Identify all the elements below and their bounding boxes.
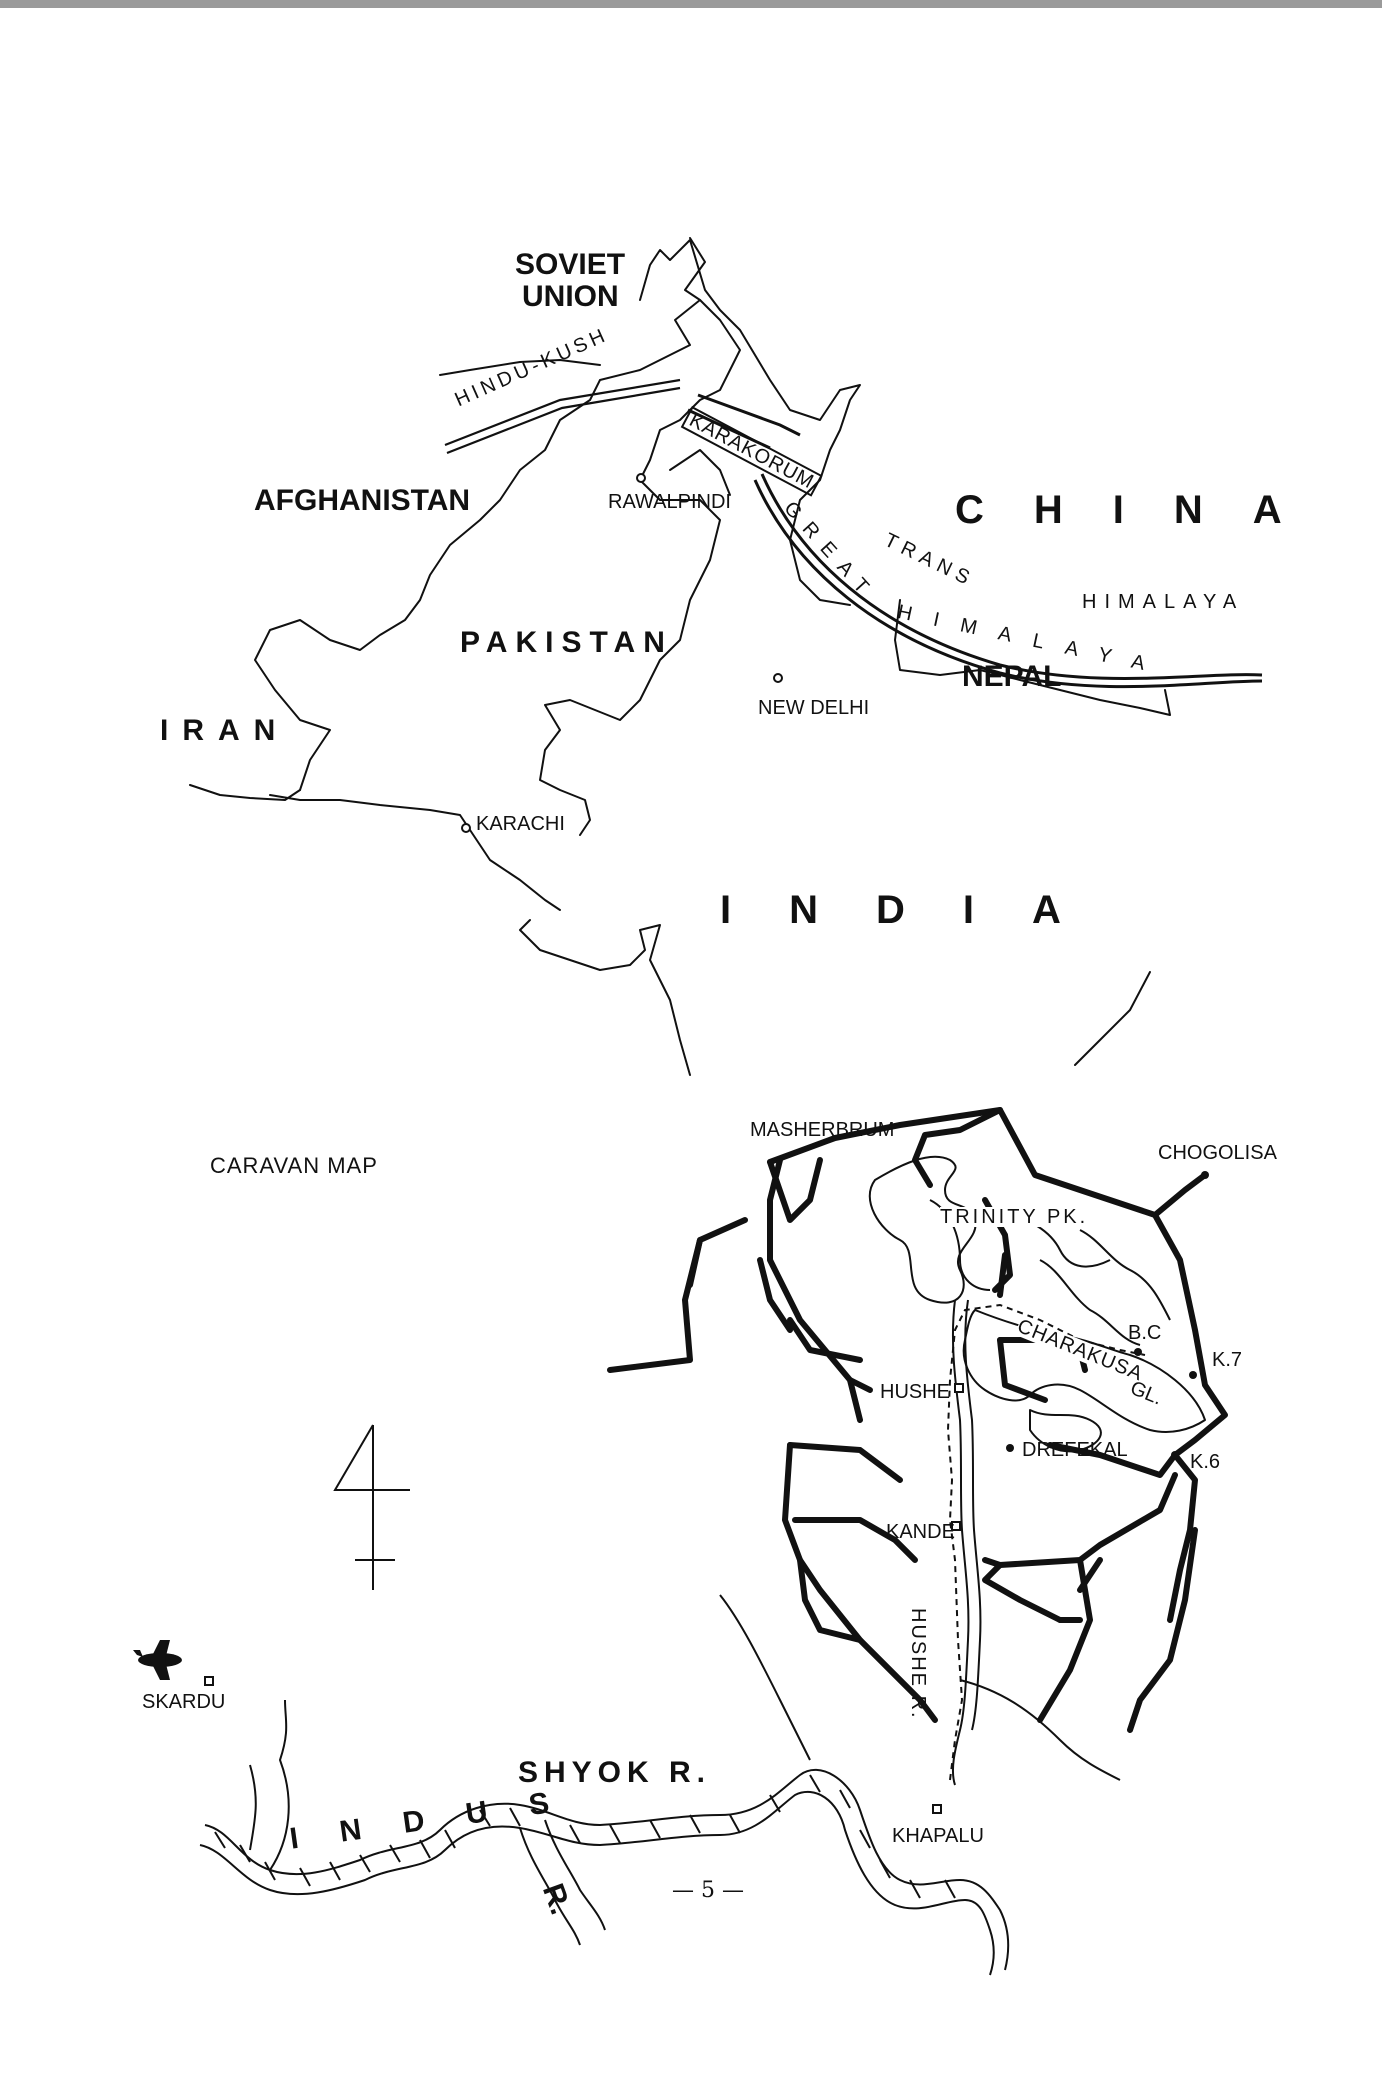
- border-kashmir: [669, 449, 731, 496]
- ridge-south-east-2: [1037, 1557, 1093, 1723]
- river-hatching: [214, 1774, 956, 1899]
- new-delhi-marker: [773, 673, 783, 683]
- ridge-west-3: [687, 1237, 703, 1288]
- label-hushe: HUSHE: [880, 1381, 951, 1403]
- ridge-west-1: [767, 1157, 863, 1423]
- label-india: INDIA: [720, 888, 1119, 932]
- glacier-drefekal: [1029, 1409, 1102, 1453]
- border-nepal: [894, 599, 1171, 716]
- kande-marker: [951, 1521, 961, 1531]
- chogolisa-marker: [1201, 1171, 1209, 1179]
- label-soviet-2: UNION: [522, 280, 619, 313]
- label-masherbrum: MASHERBRUM: [750, 1119, 895, 1141]
- k6-marker: [1171, 1451, 1179, 1459]
- label-khapalu: KHAPALU: [892, 1825, 984, 1847]
- ridge-charakusa-2: [997, 1337, 1048, 1403]
- page-number: — 5 —: [672, 1878, 744, 1903]
- regional-map: [189, 237, 1263, 1076]
- ridge-masherbrum-west: [767, 1157, 823, 1223]
- karachi-marker: [461, 823, 471, 833]
- ridge-chogolisa: [1152, 1172, 1208, 1218]
- label-nepal: NEPAL: [962, 660, 1062, 693]
- shyok-tributary-north-2: [249, 1764, 257, 1851]
- shyok-tributary-north: [269, 1699, 290, 1871]
- khapalu-marker: [932, 1804, 942, 1814]
- label-drefekal: DREFEKAL: [1022, 1439, 1128, 1461]
- border-soviet: [439, 359, 601, 376]
- hindu-kush-range-inner: [446, 386, 681, 455]
- label-pakistan: PAKISTAN: [460, 626, 673, 659]
- caravan-map-title: CARAVAN MAP: [210, 1153, 378, 1178]
- indus-river-north-bank: [204, 1769, 1010, 1971]
- ridge-south-east-4: [982, 1562, 1063, 1623]
- drefekal-marker: [1006, 1444, 1014, 1452]
- k7-marker: [1189, 1371, 1197, 1379]
- label-new-delhi: NEW DELHI: [758, 697, 870, 719]
- skardu-marker: [204, 1676, 214, 1686]
- stream-west: [719, 1594, 811, 1761]
- ridge-south-west-2: [782, 1442, 938, 1723]
- label-chogolisa: CHOGOLISA: [1158, 1142, 1277, 1164]
- coastline-karachi: [469, 829, 561, 911]
- ridge-east-spur-1: [912, 1107, 1003, 1188]
- label-k7: K.7: [1212, 1349, 1243, 1371]
- indus-branch-south-1: [519, 1827, 581, 1946]
- ridge-west-2: [607, 1217, 748, 1373]
- river-hushe-2: [964, 1299, 982, 1731]
- great-himalaya-range-outer: [760, 473, 1263, 680]
- river-hushe: [951, 1299, 970, 1786]
- label-kande: KANDE: [886, 1521, 955, 1543]
- great-himalaya-range-inner: [753, 479, 1263, 689]
- border-china-north: [639, 239, 861, 606]
- ridge-spur-2: [787, 1317, 863, 1363]
- label-himalaya-trans: HIMALAYA: [1082, 591, 1245, 613]
- ridge-spur-3: [847, 1377, 873, 1393]
- karakorum-range: [697, 393, 801, 437]
- rawalpindi-marker: [636, 473, 646, 483]
- ridge-spur-1: [757, 1257, 793, 1333]
- indus-river-south-bank: [199, 1790, 995, 1976]
- label-karachi: KARACHI: [476, 813, 565, 835]
- label-iran: IRAN: [160, 714, 290, 747]
- ridge-south-east-1: [982, 1472, 1178, 1568]
- ridge-south-west-1: [787, 1442, 903, 1483]
- glacier-branch-1: [1039, 1259, 1141, 1346]
- label-afghanistan: AFGHANISTAN: [254, 484, 471, 517]
- bc-marker: [1134, 1348, 1142, 1356]
- label-trinity-pk: TRINITY PK.: [940, 1206, 1089, 1228]
- top-border: [0, 0, 1382, 8]
- label-k6: K.6: [1190, 1451, 1221, 1473]
- label-china: CHINA: [955, 488, 1332, 532]
- hushe-marker: [954, 1383, 964, 1393]
- glacier-masherbrum: [868, 1155, 977, 1304]
- caravan-map-drawing: [133, 1107, 1228, 1976]
- label-skardu: SKARDU: [142, 1691, 226, 1713]
- ridge-north: [767, 1107, 1228, 1623]
- label-shyok-r: SHYOK R.: [518, 1756, 712, 1789]
- ridge-south-west-4: [797, 1557, 863, 1643]
- border-afghanistan-pakistan: [254, 237, 706, 791]
- coastline-gujarat: [519, 919, 691, 1076]
- label-soviet-1: SOVIET: [515, 248, 626, 281]
- map-page: SOVIET UNION AFGHANISTAN PAKISTAN IRAN C…: [0, 0, 1382, 1976]
- stream-east: [959, 1679, 1121, 1781]
- ridge-central: [997, 1252, 1008, 1298]
- label-bc: B.C: [1128, 1322, 1162, 1344]
- coastline-east: [1074, 971, 1151, 1066]
- indus-branch-south-2: [544, 1819, 606, 1931]
- ridge-south-east-6: [1077, 1557, 1103, 1593]
- label-rawalpindi: RAWALPINDI: [608, 491, 731, 513]
- karakorum-range-2: [687, 408, 771, 450]
- border-iran: [189, 784, 301, 801]
- ridge-south-east-3: [1127, 1527, 1198, 1733]
- hindu-kush-range-outer: [444, 378, 681, 447]
- north-arrow: [333, 1424, 410, 1590]
- ridge-south-west-3: [792, 1517, 918, 1563]
- label-hushe-r: HUSHE R.: [907, 1608, 929, 1720]
- glacier-branch-2: [1079, 1229, 1171, 1321]
- ridge-drefekal: [1047, 1442, 1178, 1478]
- airplane-icon: [133, 1640, 182, 1680]
- border-pakistan-india: [539, 299, 741, 836]
- border-pakistan-iran-coast: [269, 794, 471, 831]
